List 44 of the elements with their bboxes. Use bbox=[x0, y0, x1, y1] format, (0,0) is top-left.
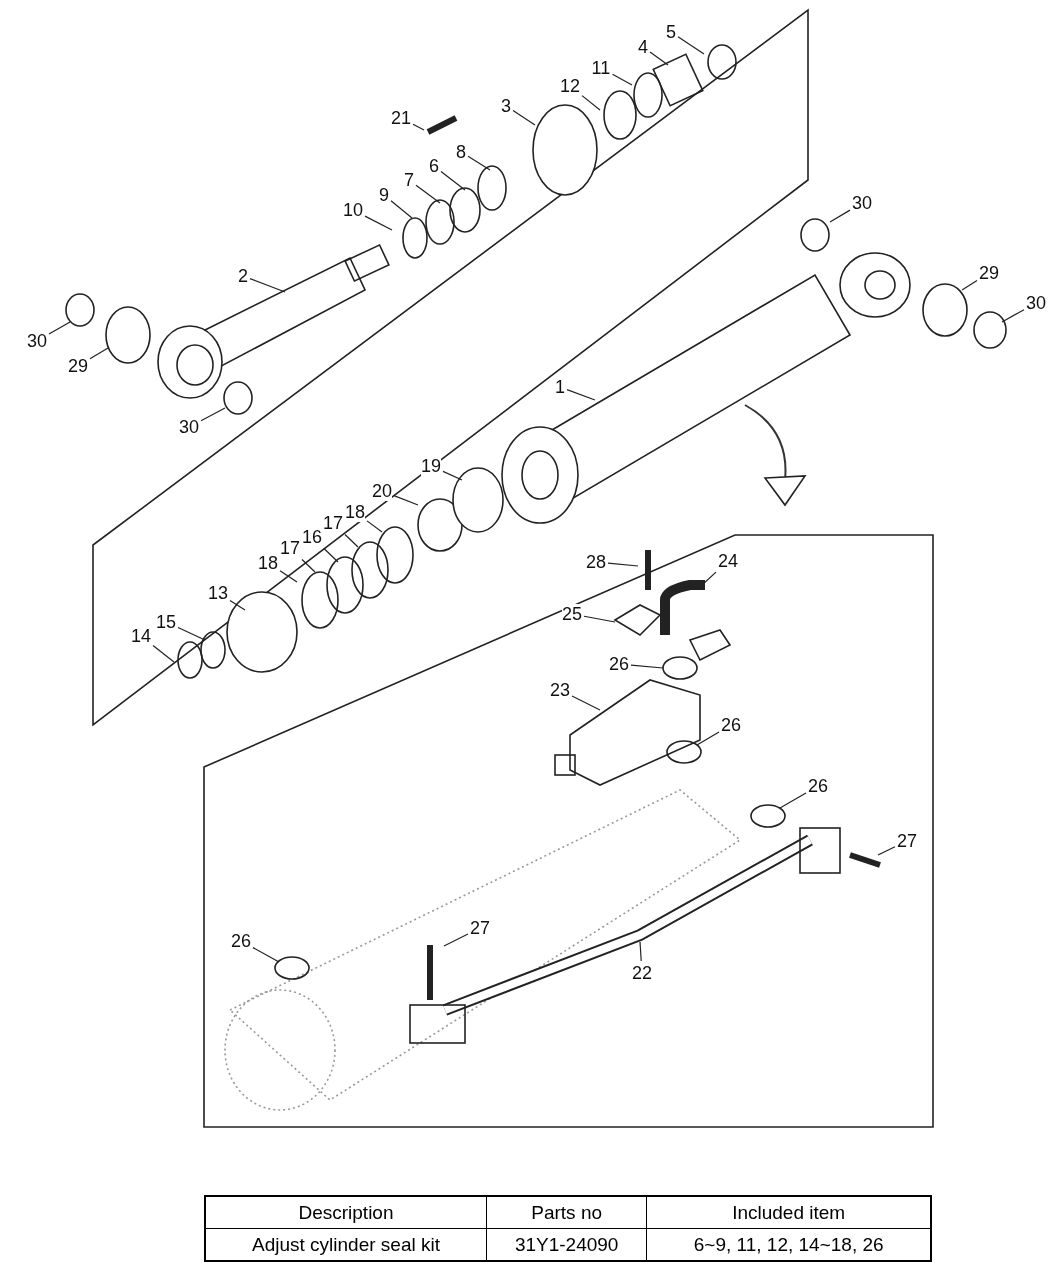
header-cell: Description bbox=[205, 1196, 487, 1229]
leader-line bbox=[366, 520, 383, 533]
leader-line bbox=[583, 615, 616, 623]
leader-line bbox=[649, 51, 669, 66]
leader-line bbox=[440, 170, 466, 191]
header-cell: Parts no bbox=[486, 1196, 647, 1229]
callout-number: 18 bbox=[345, 502, 366, 522]
leader-line bbox=[152, 644, 175, 663]
leader-line bbox=[301, 558, 316, 573]
leader-line bbox=[566, 389, 596, 401]
leader-line bbox=[393, 495, 419, 506]
leader-line bbox=[696, 731, 720, 746]
leader-line bbox=[607, 562, 639, 567]
leader-line bbox=[412, 123, 425, 131]
leader-line bbox=[467, 155, 491, 171]
leader-line bbox=[639, 941, 642, 962]
leader-line bbox=[89, 347, 109, 360]
leader-line bbox=[443, 933, 469, 947]
leader-line bbox=[415, 184, 441, 204]
leader-line bbox=[229, 599, 246, 611]
leader-line bbox=[252, 947, 280, 963]
leader-line bbox=[323, 547, 339, 563]
leader-line bbox=[344, 533, 359, 548]
leader-line bbox=[571, 695, 601, 711]
leader-line bbox=[581, 95, 601, 111]
leader-line bbox=[829, 209, 851, 223]
leader-line bbox=[177, 626, 206, 641]
leader-line bbox=[877, 846, 896, 856]
leader-line bbox=[961, 279, 978, 291]
leader-line bbox=[48, 321, 71, 335]
leader-line bbox=[611, 73, 633, 86]
callout-number: 20 bbox=[372, 481, 393, 501]
leader-line bbox=[200, 407, 226, 422]
leader-line bbox=[279, 570, 298, 583]
callout-number: 19 bbox=[421, 456, 442, 476]
leader-line bbox=[630, 664, 664, 669]
leader-line bbox=[512, 110, 536, 126]
leader-line bbox=[364, 215, 393, 231]
leader-line bbox=[249, 278, 286, 293]
leader-line bbox=[1001, 309, 1025, 323]
leader-line bbox=[390, 200, 413, 219]
leader-line bbox=[677, 36, 705, 55]
leader-line bbox=[442, 470, 463, 481]
leader-line bbox=[779, 792, 807, 809]
